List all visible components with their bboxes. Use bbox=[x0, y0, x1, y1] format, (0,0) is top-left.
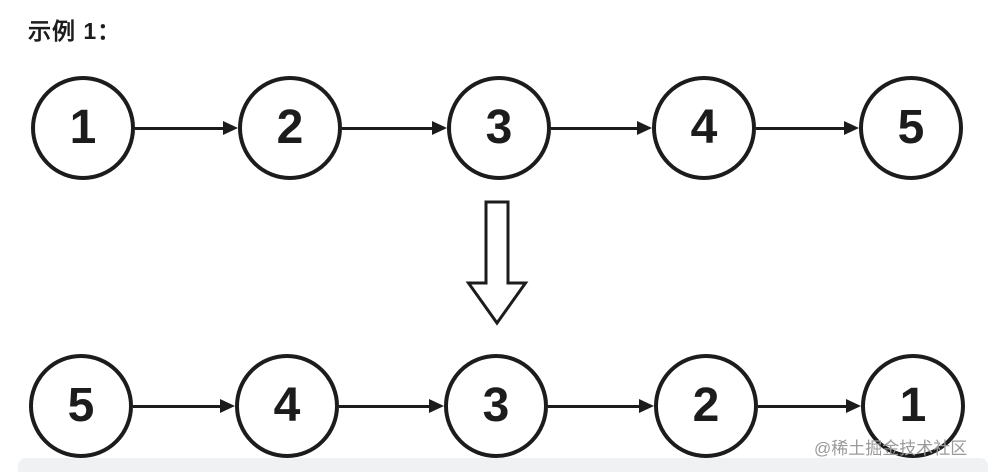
right-arrow-icon bbox=[135, 120, 238, 136]
arrow-shaft bbox=[342, 126, 434, 130]
right-arrow-icon bbox=[342, 120, 447, 136]
list-node: 5 bbox=[859, 76, 963, 180]
right-arrow-icon bbox=[548, 398, 654, 414]
list-node: 1 bbox=[861, 354, 965, 458]
down-arrow-icon bbox=[465, 200, 529, 326]
arrow-shaft bbox=[133, 404, 222, 408]
arrow-head bbox=[220, 399, 235, 413]
arrow-head bbox=[844, 121, 859, 135]
arrow-head bbox=[429, 399, 444, 413]
watermark: @稀土掘金技术社区 bbox=[814, 439, 968, 458]
arrow-shaft bbox=[758, 404, 848, 408]
arrow-head bbox=[223, 121, 238, 135]
arrow-shaft bbox=[135, 126, 225, 130]
list-node: 4 bbox=[652, 76, 756, 180]
right-arrow-icon bbox=[756, 120, 859, 136]
arrow-head bbox=[637, 121, 652, 135]
list-node: 4 bbox=[235, 354, 339, 458]
list-node: 3 bbox=[444, 354, 548, 458]
bottom-panel-edge bbox=[18, 458, 988, 472]
list-node: 2 bbox=[238, 76, 342, 180]
arrow-shaft bbox=[551, 126, 639, 130]
arrow-head bbox=[846, 399, 861, 413]
right-arrow-icon bbox=[758, 398, 861, 414]
arrow-shaft bbox=[756, 126, 846, 130]
list-node: 2 bbox=[654, 354, 758, 458]
arrow-shaft bbox=[548, 404, 641, 408]
arrow-shaft bbox=[339, 404, 431, 408]
list-node: 1 bbox=[31, 76, 135, 180]
arrow-head bbox=[432, 121, 447, 135]
right-arrow-icon bbox=[339, 398, 444, 414]
list-node: 3 bbox=[447, 76, 551, 180]
list-node: 5 bbox=[29, 354, 133, 458]
example-title: 示例 1： bbox=[28, 18, 122, 44]
right-arrow-icon bbox=[133, 398, 235, 414]
right-arrow-icon bbox=[551, 120, 652, 136]
arrow-head bbox=[639, 399, 654, 413]
